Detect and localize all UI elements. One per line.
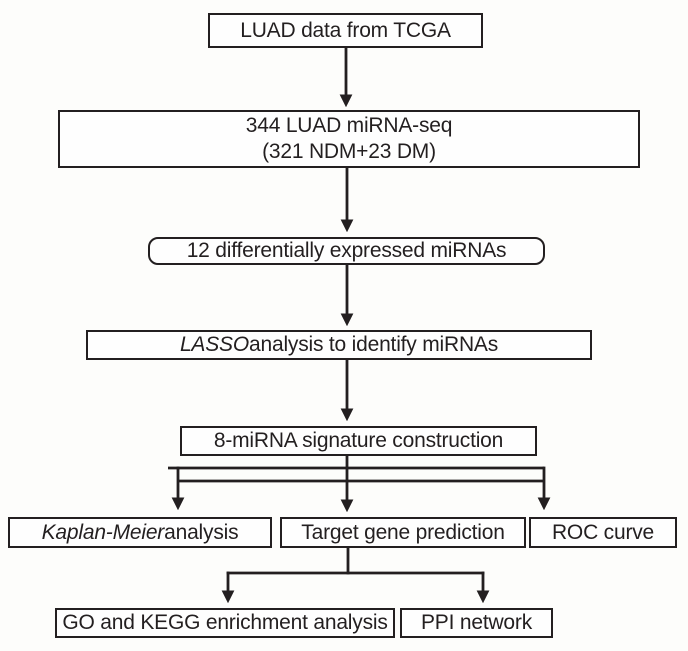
node-mirna-signature-construction: 8-miRNA signature construction: [180, 426, 537, 456]
node-luad-mirna-seq-line1: 344 LUAD miRNA-seq: [245, 113, 453, 137]
node-kaplan-meier-analysis-label-rest: analysis: [164, 520, 239, 544]
node-ppi-network-label: PPI network: [420, 611, 532, 635]
node-luad-mirna-seq-line2: (321 NDM+23 DM): [262, 140, 436, 163]
node-target-gene-prediction: Target gene prediction: [280, 517, 526, 548]
node-go-kegg-enrichment-label: GO and KEGG enrichment analysis: [62, 611, 388, 635]
node-lasso-analysis-label-rest: analysis to identify miRNAs: [249, 333, 499, 357]
node-kaplan-meier-analysis: Kaplan-Meier analysis: [8, 517, 272, 548]
node-luad-data-tcga: LUAD data from TCGA: [208, 13, 483, 48]
node-differentially-expressed-mirnas: 12 differentially expressed miRNAs: [148, 237, 545, 265]
node-differentially-expressed-mirnas-label: 12 differentially expressed miRNAs: [186, 239, 507, 263]
node-target-gene-prediction-label: Target gene prediction: [301, 520, 505, 544]
node-luad-mirna-seq: 344 LUAD miRNA-seq (321 NDM+23 DM): [58, 110, 640, 168]
node-roc-curve: ROC curve: [529, 517, 677, 548]
node-roc-curve-label: ROC curve: [551, 520, 655, 544]
node-lasso-analysis: LASSO analysis to identify miRNAs: [86, 330, 592, 360]
node-luad-data-tcga-label: LUAD data from TCGA: [240, 18, 451, 42]
node-go-kegg-enrichment: GO and KEGG enrichment analysis: [55, 608, 395, 638]
node-ppi-network: PPI network: [400, 608, 553, 638]
node-lasso-analysis-label-italic: LASSO: [179, 333, 249, 357]
node-mirna-signature-construction-label: 8-miRNA signature construction: [213, 429, 504, 453]
node-kaplan-meier-analysis-label-italic: Kaplan-Meier: [41, 520, 165, 544]
